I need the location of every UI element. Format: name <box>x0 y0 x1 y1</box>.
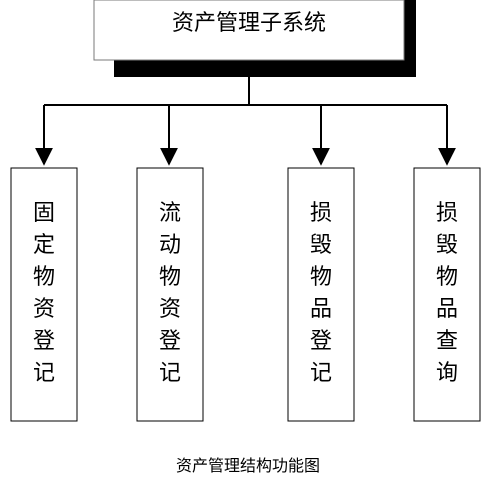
child-node-4-label: 损毁物品查询 <box>436 201 458 386</box>
connectors <box>35 77 456 166</box>
child-node-4-box <box>413 167 481 422</box>
root-node-label: 资产管理子系统 <box>172 11 326 36</box>
root-node: 资产管理子系统 <box>93 0 416 77</box>
child-node-2-box <box>136 167 204 422</box>
child-node-2: 流动物资登记 <box>136 167 204 422</box>
child-node-1-label: 固定物资登记 <box>33 201 55 386</box>
child-node-3: 损毁物品登记 <box>287 167 355 422</box>
child-node-2-label: 流动物资登记 <box>159 201 181 386</box>
child-node-3-box <box>287 167 355 422</box>
child-node-4: 损毁物品查询 <box>413 167 481 422</box>
diagram-caption: 资产管理结构功能图 <box>175 456 320 475</box>
child-node-1: 固定物资登记 <box>10 167 78 422</box>
child-node-1-box <box>10 167 78 422</box>
root-node-box <box>93 0 405 61</box>
child-node-3-label: 损毁物品登记 <box>310 201 332 386</box>
